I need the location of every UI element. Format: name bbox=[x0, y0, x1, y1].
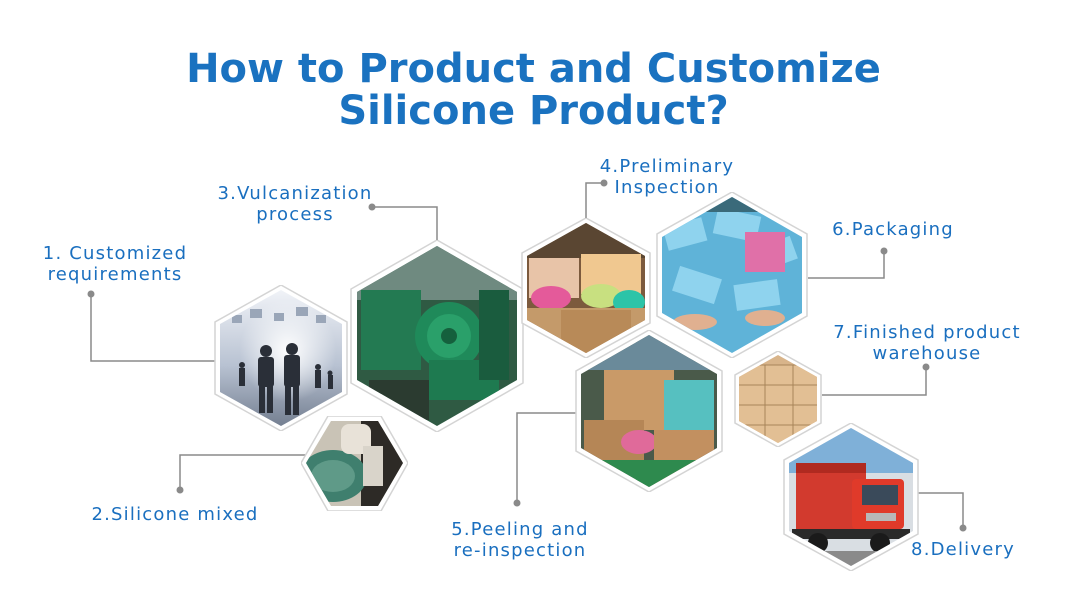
connector-step-3 bbox=[372, 206, 438, 244]
silicone-mixed-image bbox=[301, 416, 408, 511]
connector-step-1 bbox=[90, 294, 216, 362]
step-4-label-line-2: Inspection bbox=[614, 177, 720, 198]
step-3-label-line-2: process bbox=[256, 204, 334, 225]
connector-step-6 bbox=[808, 251, 885, 279]
connector-step-8 bbox=[914, 492, 964, 528]
customized-requirements-image bbox=[214, 285, 348, 431]
step-1-label-line-2: requirements bbox=[47, 264, 183, 285]
page-title-line-2: Silicone Product? bbox=[338, 88, 729, 134]
finished-product-warehouse-image bbox=[734, 351, 822, 447]
peeling-reinspection-image bbox=[575, 330, 723, 492]
step-7-label-line-1: 7.Finished product bbox=[833, 322, 1021, 343]
step-2-label-line-1: 2.Silicone mixed bbox=[91, 504, 259, 525]
step-5-label-line-1: 5.Peeling and bbox=[451, 519, 589, 540]
step-4-label-line-1: 4.Preliminary bbox=[599, 156, 735, 177]
page-title-line-1: How to Product and Customize bbox=[186, 46, 881, 92]
step-4-label: 4.Preliminary Inspection bbox=[582, 156, 752, 198]
connector-step-4 bbox=[585, 182, 604, 222]
step-8-label: 8.Delivery bbox=[898, 539, 1028, 560]
connector-step-2 bbox=[179, 454, 308, 490]
step-7-label: 7.Finished product warehouse bbox=[816, 322, 1038, 364]
connector-step-5 bbox=[516, 412, 578, 503]
step-1-label: 1. Customized requirements bbox=[30, 243, 200, 285]
step-2-label: 2.Silicone mixed bbox=[80, 504, 270, 525]
connector-step-7 bbox=[822, 367, 927, 396]
step-8-label-line-1: 8.Delivery bbox=[911, 539, 1015, 560]
step-3-label: 3.Vulcanization process bbox=[205, 183, 385, 225]
step-5-label: 5.Peeling and re-inspection bbox=[432, 519, 608, 561]
step-7-label-line-2: warehouse bbox=[872, 343, 982, 364]
step-3-label-line-1: 3.Vulcanization bbox=[217, 183, 373, 204]
step-1-label-line-1: 1. Customized bbox=[42, 243, 188, 264]
step-6-label-line-1: 6.Packaging bbox=[832, 219, 954, 240]
vulcanization-process-image bbox=[350, 240, 524, 432]
step-6-label: 6.Packaging bbox=[818, 219, 968, 240]
delivery-image bbox=[783, 423, 919, 571]
step-5-label-line-2: re-inspection bbox=[453, 540, 587, 561]
packaging-image bbox=[656, 192, 808, 358]
